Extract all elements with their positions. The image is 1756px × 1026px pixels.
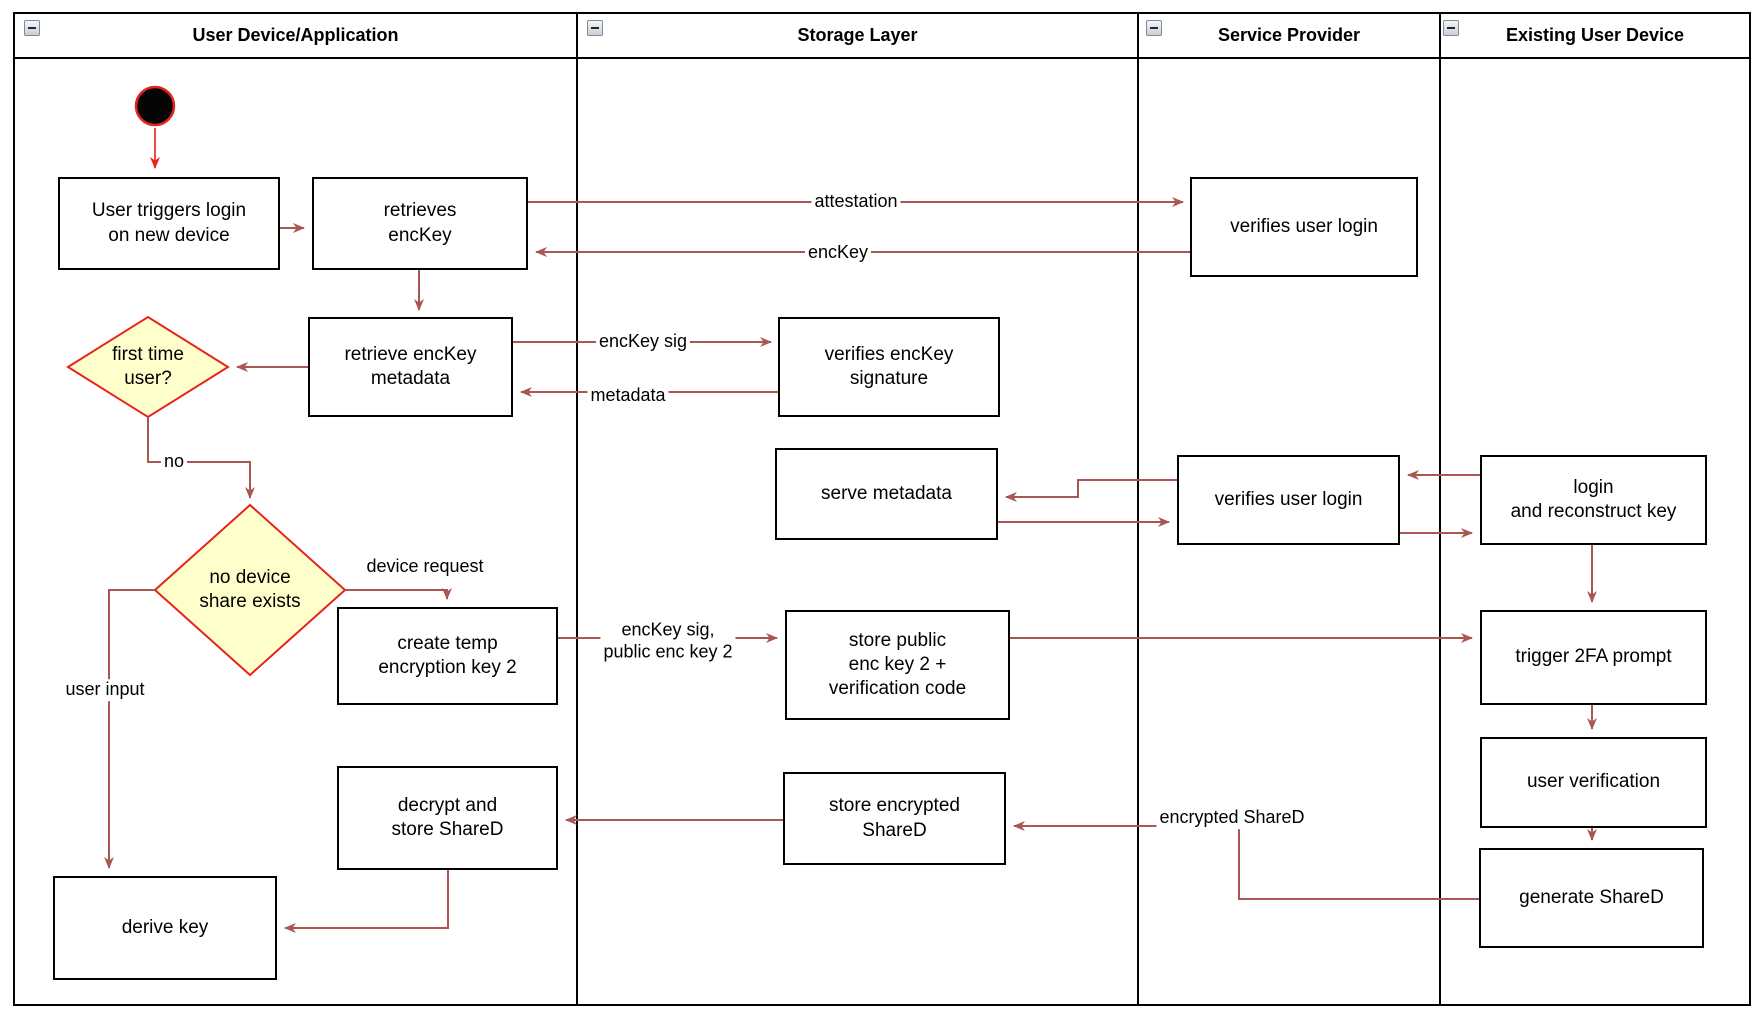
- node-user-verification[interactable]: user verification: [1480, 737, 1707, 828]
- node-verifies-user-login-2[interactable]: verifies user login: [1177, 455, 1400, 545]
- edge-label-device-request: device request: [363, 556, 487, 578]
- edge-label-encrypted-shared: encrypted ShareD: [1156, 807, 1308, 829]
- edge-label-enckey: encKey: [804, 242, 872, 264]
- node-serve-metadata[interactable]: serve metadata: [775, 448, 998, 540]
- edge-label-enckey-sig: encKey sig: [595, 331, 691, 353]
- edge-no-branch: [147, 417, 255, 499]
- node-retrieves-enckey[interactable]: retrieves encKey: [312, 177, 528, 270]
- node-store-encrypted-shared[interactable]: store encrypted ShareD: [783, 772, 1006, 865]
- edge-label-metadata: metadata: [587, 385, 669, 407]
- collapse-icon[interactable]: [24, 20, 40, 36]
- lane-header-storage-layer[interactable]: Storage Layer: [577, 13, 1138, 58]
- lane-title: Service Provider: [1217, 25, 1361, 45]
- collapse-icon[interactable]: [1443, 20, 1459, 36]
- decision-first-time-user-label: first time user?: [112, 343, 184, 389]
- lane-title: Storage Layer: [797, 25, 918, 45]
- edge-vul2-to-serve-metadata: [1005, 479, 1177, 502]
- node-decrypt-and-store-shared[interactable]: decrypt and store ShareD: [337, 766, 558, 870]
- lane-header-service-provider[interactable]: Service Provider: [1138, 13, 1440, 58]
- node-verifies-user-login-1[interactable]: verifies user login: [1190, 177, 1418, 277]
- collapse-icon[interactable]: [587, 20, 603, 36]
- node-user-triggers-login[interactable]: User triggers login on new device: [58, 177, 280, 270]
- minus-icon: [28, 27, 36, 29]
- node-derive-key[interactable]: derive key: [53, 876, 277, 980]
- node-trigger-2fa-prompt[interactable]: trigger 2FA prompt: [1480, 610, 1707, 705]
- decision-no-device-share-label: no device share exists: [199, 566, 301, 612]
- edge-user-input: [104, 589, 155, 869]
- edge-label-attestation: attestation: [811, 191, 901, 213]
- edge-label-user-input: user input: [62, 679, 148, 701]
- lane-header-user-device[interactable]: User Device/Application: [14, 13, 577, 58]
- node-login-and-reconstruct-key[interactable]: login and reconstruct key: [1480, 455, 1707, 545]
- decision-first-time-user-shape[interactable]: [66, 315, 230, 419]
- edge-label-enckey-sig-pub: encKey sig, public enc key 2: [600, 619, 736, 663]
- edge-label-no: no: [160, 451, 188, 473]
- node-retrieve-enckey-metadata[interactable]: retrieve encKey metadata: [308, 317, 513, 417]
- minus-icon: [1150, 27, 1158, 29]
- lane-title: User Device/Application: [192, 25, 399, 45]
- node-create-temp-encryption-key[interactable]: create temp encryption key 2: [337, 607, 558, 705]
- edge-encrypted-shared: [1013, 821, 1479, 900]
- collapse-icon[interactable]: [1146, 20, 1162, 36]
- node-generate-shared[interactable]: generate ShareD: [1479, 848, 1704, 948]
- minus-icon: [1447, 27, 1455, 29]
- edge-device-request: [345, 588, 452, 600]
- lane-title: Existing User Device: [1505, 25, 1685, 45]
- lane-header-existing-user-device[interactable]: Existing User Device: [1440, 13, 1750, 58]
- minus-icon: [591, 27, 599, 29]
- edge-decrypt-to-derive: [284, 870, 449, 933]
- node-verifies-enckey-signature[interactable]: verifies encKey signature: [778, 317, 1000, 417]
- start-node[interactable]: [134, 85, 176, 127]
- node-store-public-enc-key[interactable]: store public enc key 2 + verification co…: [785, 610, 1010, 720]
- pool-border: [13, 12, 1751, 1006]
